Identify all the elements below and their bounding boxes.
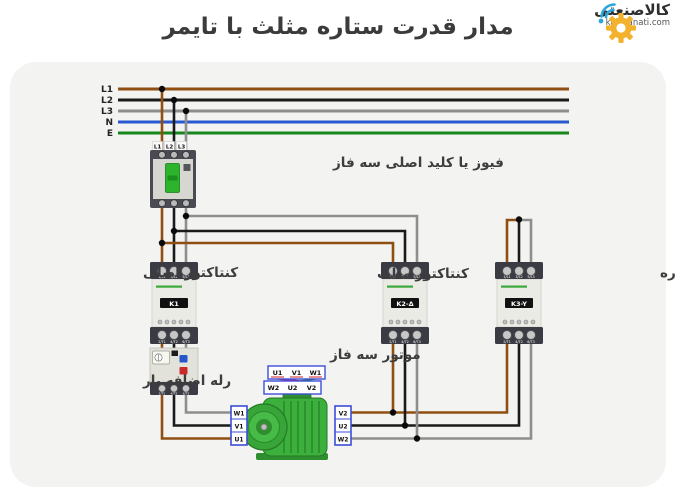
diagram-v1: V1 — [292, 369, 302, 377]
power-bus — [118, 87, 569, 135]
bus-label-e: E — [107, 129, 113, 139]
wire-branch-l1-delta — [162, 241, 395, 264]
motor-terminal-box-left: W1 V1 U1 — [230, 405, 248, 446]
breaker-label: فیوز یا کلید اصلی سه فاز — [332, 155, 504, 171]
breaker-tag-l1: L1 — [154, 145, 162, 151]
motor-terminal-w1: W1 — [234, 411, 245, 418]
breaker-tag-l3: L3 — [178, 145, 186, 151]
wire-ol-u1 — [160, 393, 232, 440]
gear-wifi-icon — [598, 3, 637, 43]
overload-reset-button — [179, 367, 188, 375]
delta-contactor-id: K2-Δ — [396, 300, 413, 308]
diagram-w1: W1 — [310, 369, 322, 377]
terminal-label: 2/T1 — [159, 391, 166, 395]
delta-contactor-label: کنتاکتور مثلث — [377, 266, 469, 282]
motor-terminal-v2: V2 — [339, 411, 348, 418]
wire-ol-w1 — [184, 393, 232, 414]
bus-label-n: N — [105, 118, 113, 128]
wire-v2-star — [351, 342, 509, 414]
motor-terminal-w2: W2 — [338, 437, 349, 444]
diagram-v2: V2 — [307, 384, 317, 392]
brand-logo: کالاصنعتی kalasanati.com — [594, 1, 670, 43]
component-labels: فیوز یا کلید اصلی سه فاز کنتاکتور اصلی ک… — [142, 155, 676, 389]
wire-branch-l2-delta — [174, 229, 407, 264]
star-contactor-label: کنتاکتور ستاره — [660, 265, 676, 281]
wire-branch-l3-delta — [186, 214, 419, 264]
diagram-w2: W2 — [268, 384, 280, 392]
brand-domain: kalasanati.com — [605, 17, 670, 28]
breaker-input-tags: L1 L2 L3 — [152, 141, 187, 151]
bus-labels: L1 L2 L3 N E — [101, 85, 113, 139]
motor-terminal-box-right: V2 U2 W2 — [334, 405, 352, 446]
motor-terminal-u2: U2 — [338, 424, 347, 431]
terminal-label: 6/T3 — [183, 391, 190, 395]
bus-label-l2: L2 — [101, 96, 113, 106]
motor — [240, 389, 328, 460]
bus-label-l3: L3 — [101, 107, 113, 117]
bus-label-l1: L1 — [101, 85, 113, 95]
wire-star-point-3 — [519, 218, 533, 264]
overload-stop-button — [179, 355, 188, 363]
main-contactor-label: کنتاکتور اصلی — [143, 265, 238, 281]
terminal-label: 4/T2 — [171, 391, 178, 395]
overload-relay: 2/T1 4/T2 6/T3 — [149, 347, 199, 395]
wires — [160, 89, 533, 440]
diagram-u2: U2 — [288, 384, 298, 392]
junction-dots — [158, 85, 523, 442]
circuit-breaker — [150, 150, 196, 208]
overload-relay-label: رله اضافه بار — [142, 373, 231, 389]
wire-star-point-1 — [505, 218, 519, 264]
main-contactor-id: K1 — [169, 300, 179, 308]
page-title: مدار قدرت ستاره مثلث با تایمر — [162, 14, 514, 40]
wire-w2-star — [351, 342, 533, 440]
motor-label: موتور سه فاز — [329, 347, 421, 363]
breaker-tag-l2: L2 — [166, 145, 174, 151]
diagram-u1: U1 — [273, 369, 283, 377]
brand-name: کالاصنعتی — [594, 1, 670, 19]
motor-terminal-u1: U1 — [234, 437, 243, 444]
wire-ol-v1 — [172, 393, 232, 427]
motor-terminal-v1: V1 — [235, 424, 244, 431]
motor-terminal-diagram: U1 V1 W1 W2 U2 V2 — [263, 365, 326, 395]
star-contactor-id: K3-Y — [511, 300, 527, 308]
